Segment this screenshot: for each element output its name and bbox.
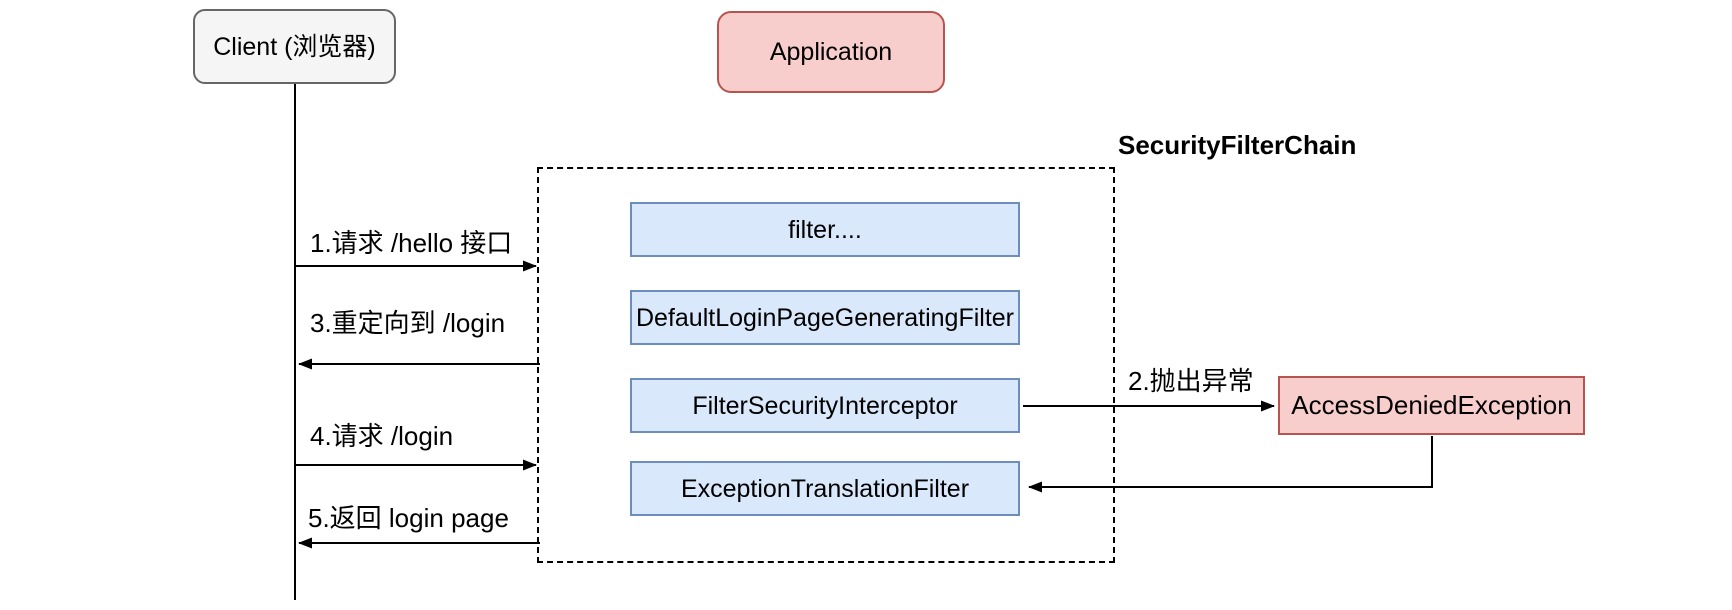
security-filter-chain-title: SecurityFilterChain bbox=[1118, 130, 1357, 160]
edge-step3-label: 3.重定向到 /login bbox=[310, 308, 506, 338]
edge-step4-label: 4.请求 /login bbox=[310, 421, 454, 451]
filter-etc-node: filter.... bbox=[630, 202, 1020, 257]
default-login-page-generating-filter-label: DefaultLoginPageGeneratingFilter bbox=[635, 303, 1014, 332]
edge-step2-label: 2.抛出异常 bbox=[1128, 366, 1254, 396]
security-filter-chain-boundary bbox=[537, 167, 1115, 563]
edge-step5-label: 5.返回 login page bbox=[308, 503, 509, 533]
exception-translation-filter-label: ExceptionTranslationFilter bbox=[680, 474, 970, 503]
application-node: Application bbox=[717, 11, 945, 93]
exception-translation-filter-node: ExceptionTranslationFilter bbox=[630, 461, 1020, 516]
client-node: Client (浏览器) bbox=[193, 9, 396, 84]
access-denied-exception-label: AccessDeniedException bbox=[1291, 389, 1572, 420]
filter-security-interceptor-node: FilterSecurityInterceptor bbox=[630, 378, 1020, 433]
edge-step1-label: 1.请求 /hello 接口 bbox=[310, 228, 513, 258]
filter-etc-label: filter.... bbox=[788, 215, 862, 244]
default-login-page-generating-filter-node: DefaultLoginPageGeneratingFilter bbox=[630, 290, 1020, 345]
access-denied-exception-node: AccessDeniedException bbox=[1278, 376, 1585, 435]
application-label: Application bbox=[769, 38, 893, 66]
filter-security-interceptor-label: FilterSecurityInterceptor bbox=[692, 391, 958, 420]
client-label: Client (浏览器) bbox=[213, 32, 376, 61]
